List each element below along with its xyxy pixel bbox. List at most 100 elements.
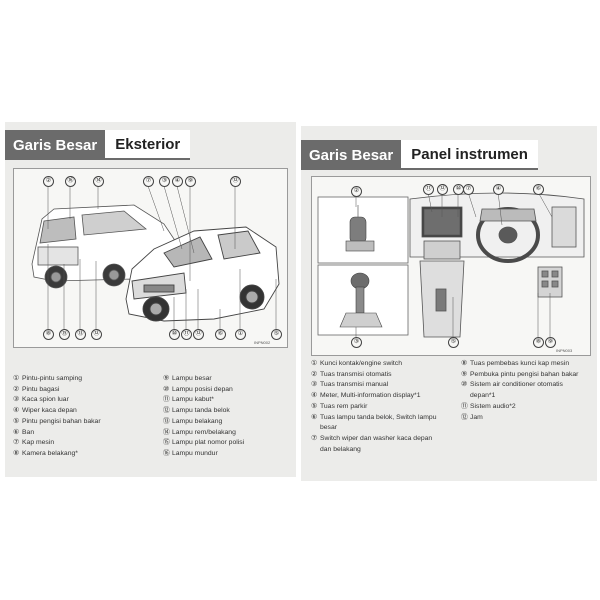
section-title: Eksterior xyxy=(105,130,191,160)
legend-number: ⑥ xyxy=(311,413,318,421)
legend-text: Kamera belakang* xyxy=(22,449,78,457)
legend-text: Lampu mundur xyxy=(172,449,218,457)
callout-5: ⑤ xyxy=(448,337,459,348)
legend-text: Meter, Multi-information display*1 xyxy=(320,392,421,400)
legend-number: ⑫ xyxy=(163,407,170,415)
section-title: Panel instrumen xyxy=(401,140,538,170)
legend-number: ⑦ xyxy=(311,434,318,442)
legend-number: ⑦ xyxy=(13,439,20,447)
legend-text: Ban xyxy=(22,428,35,436)
legend-text: Pintu bagasi xyxy=(22,385,60,393)
legend-number: ⑬ xyxy=(163,417,170,425)
legend-number: ⑫ xyxy=(461,413,468,421)
legend-number: ⑤ xyxy=(311,402,318,410)
section-tag: Garis Besar xyxy=(301,140,402,170)
callout-4: ④ xyxy=(172,176,183,187)
callout-6: ⑥ xyxy=(215,329,226,340)
legend-text: Lampu belakang xyxy=(172,417,223,425)
legend-number: ⑪ xyxy=(461,402,468,410)
legend-number: ⑧ xyxy=(13,449,20,457)
legend-text: Tuas transmisi manual xyxy=(320,381,389,389)
legend-text: Tuas lampu tanda belok, Switch lampu bes… xyxy=(320,413,437,432)
left-page-header: Garis Besar Eksterior xyxy=(5,130,191,160)
legend-number: ⑨ xyxy=(461,370,468,378)
legend-number: ⑨ xyxy=(163,375,170,382)
callout-3: ③ xyxy=(159,176,170,187)
callout-3: ③ xyxy=(351,337,362,348)
legend-number: ② xyxy=(13,385,20,393)
legend-text: Tuas transmisi otomatis xyxy=(320,370,392,378)
callout-2: ② xyxy=(43,176,54,187)
callout-9: ⑨ xyxy=(545,337,556,348)
legend-number: ⑥ xyxy=(13,428,20,436)
callout-12-front: ⑫ xyxy=(193,329,204,340)
callout-7: ⑦ xyxy=(143,176,154,187)
legend-number: ⑪ xyxy=(163,396,170,404)
legend-number: ③ xyxy=(311,381,318,389)
callout-10: ⑩ xyxy=(169,329,180,340)
right-page-header: Garis Besar Panel instrumen xyxy=(301,140,538,170)
legend-text: Switch wiper dan washer kaca depan dan b… xyxy=(320,434,433,453)
legend-number: ⑩ xyxy=(163,385,170,393)
legend-text: Lampu rem/belakang xyxy=(172,428,236,436)
callout-11: ⑪ xyxy=(423,184,434,195)
callout-11: ⑪ xyxy=(181,329,192,340)
callout-6-top: ⑥ xyxy=(533,184,544,195)
legend-text: Pembuka pintu pengisi bahan bakar xyxy=(470,370,579,378)
legend-number: ⑩ xyxy=(461,381,468,389)
diagram-code: INPN003 xyxy=(556,348,573,353)
callout-2: ② xyxy=(351,186,362,197)
legend-text: Lampu kabut* xyxy=(172,396,214,404)
callout-9: ⑨ xyxy=(185,176,196,187)
legend-text: Pintu-pintu samping xyxy=(22,375,83,382)
legend-text: Lampu plat nomor polisi xyxy=(172,439,245,447)
legend-text: Lampu tanda belok xyxy=(172,407,230,415)
callout-5: ⑤ xyxy=(271,329,282,340)
callout-4: ④ xyxy=(493,184,504,195)
callout-12-rear: ⑫ xyxy=(91,329,102,340)
exterior-diagram: ② ⑯ ⑭ ⑦ ③ ④ ⑨ ⑫ ⑧ ⑮ ⑬ ⑫ ⑩ ⑪ ⑫ ⑥ ① ⑤ INPN… xyxy=(13,168,288,348)
callout-8: ⑧ xyxy=(533,337,544,348)
legend-text: Lampu besar xyxy=(172,375,212,382)
legend-number: ① xyxy=(13,375,20,382)
legend-text: Kap mesin xyxy=(22,439,55,447)
legend-text: Lampu posisi depan xyxy=(172,385,233,393)
legend-number: ① xyxy=(311,360,318,367)
legend-number: ⑯ xyxy=(163,449,170,457)
dashboard-illustration xyxy=(317,191,585,338)
instrument-panel-diagram: ② ⑪ ⑫ ⑩ ⑦ ④ ⑥ ③ ⑤ ⑧ ⑨ INPN003 xyxy=(311,176,591,356)
callout-14: ⑭ xyxy=(93,176,104,187)
callout-15: ⑮ xyxy=(59,329,70,340)
legend-number: ⑤ xyxy=(13,417,20,425)
legend-number: ③ xyxy=(13,396,20,404)
legend-text: Tuas pembebas kunci kap mesin xyxy=(470,360,570,367)
legend-number: ⑧ xyxy=(461,360,468,367)
legend-text: Kunci kontak/engine switch xyxy=(320,360,402,367)
callout-1: ① xyxy=(235,329,246,340)
